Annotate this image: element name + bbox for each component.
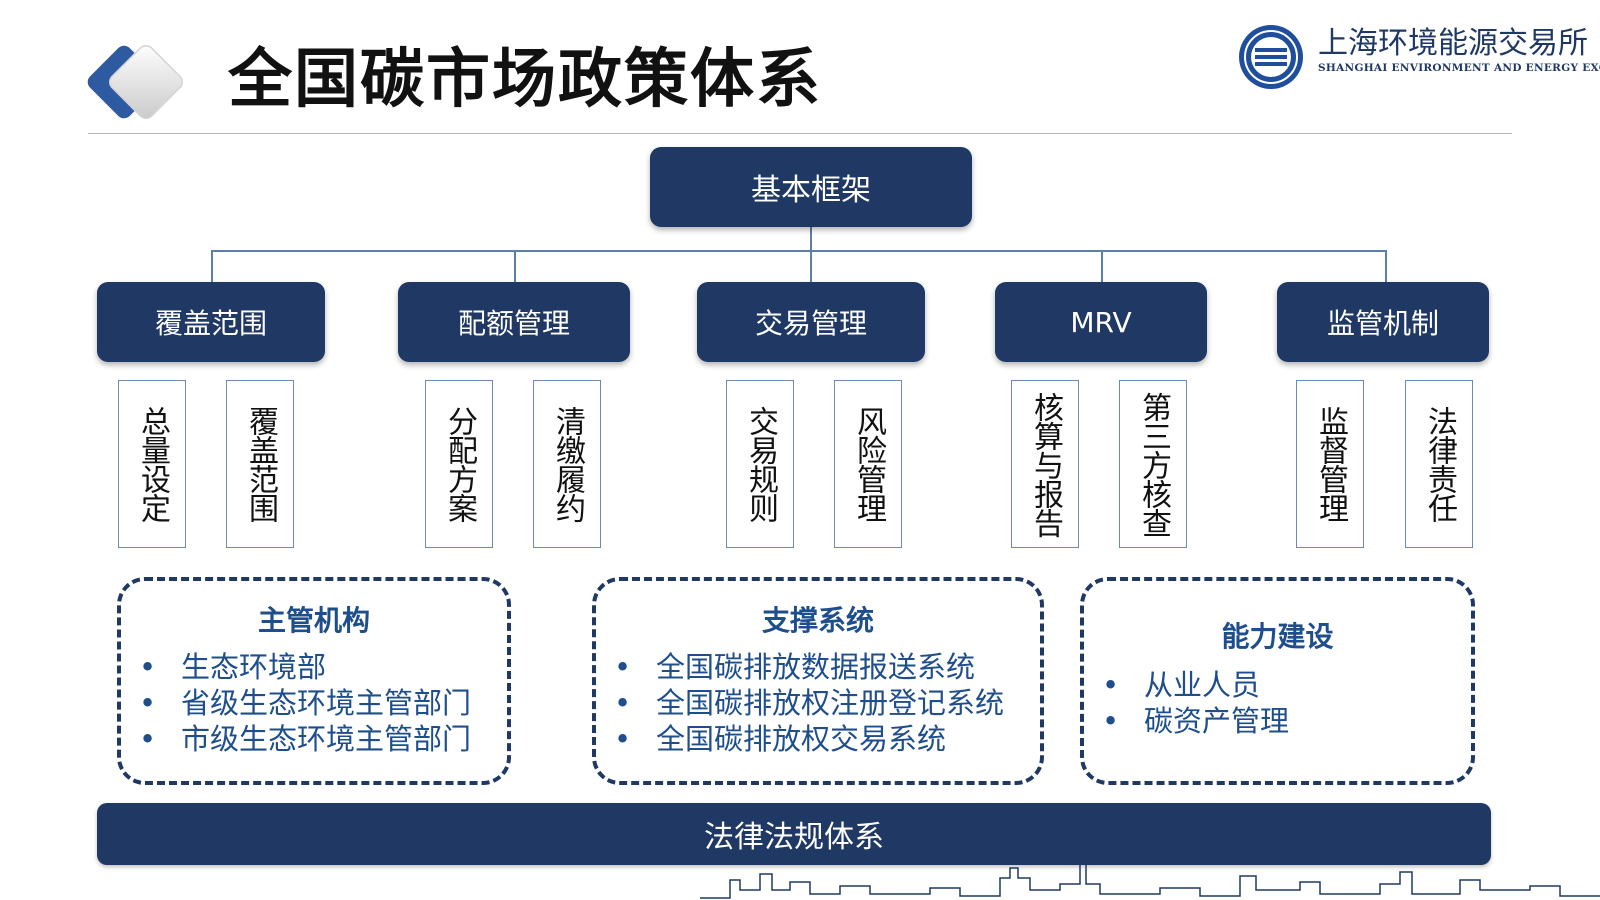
subitem-trading-rules: 交易规则	[726, 380, 794, 548]
connector-horizontal	[211, 250, 1387, 252]
list-item: •全国碳排放数据报送系统	[614, 650, 976, 684]
exchange-name-cn: 上海环境能源交易所	[1318, 26, 1588, 61]
subitem-accounting-reporting: 核算与报告	[1011, 380, 1079, 548]
subitem-third-party-verification: 第三方核查	[1119, 380, 1187, 548]
connector-cat-5	[1385, 250, 1387, 282]
list-item: •全国碳排放权注册登记系统	[614, 686, 1005, 720]
panel-title: 主管机构	[257, 604, 370, 637]
city-skyline-icon	[700, 863, 1600, 899]
subitem-cap-setting: 总量设定	[118, 380, 186, 548]
category-allowance-management: 配额管理	[398, 282, 630, 362]
category-supervision: 监管机制	[1277, 282, 1489, 362]
subitem-coverage-scope: 覆盖范围	[226, 380, 294, 548]
category-trading-management: 交易管理	[697, 282, 925, 362]
connector-root-down	[810, 227, 812, 250]
category-coverage: 覆盖范围	[97, 282, 325, 362]
subitem-risk-management: 风险管理	[834, 380, 902, 548]
panel-authorities: 主管机构 •生态环境部 •省级生态环境主管部门 •市级生态环境主管部门	[117, 577, 511, 785]
panel-title: 支撑系统	[761, 604, 874, 637]
subitem-compliance: 清缴履约	[533, 380, 601, 548]
list-item: •从业人员	[1102, 668, 1261, 702]
category-mrv: MRV	[995, 282, 1207, 362]
list-item: •省级生态环境主管部门	[139, 686, 472, 720]
list-item: •市级生态环境主管部门	[139, 722, 472, 756]
connector-cat-2	[514, 250, 516, 282]
exchange-logo-icon	[1239, 25, 1303, 89]
connector-cat-1	[211, 250, 213, 282]
panel-capacity-building: 能力建设 •从业人员 •碳资产管理	[1080, 577, 1475, 785]
foundation-bar: 法律法规体系	[97, 803, 1491, 865]
exchange-name-en: SHANGHAI ENVIRONMENT AND ENERGY EXCHANGE	[1318, 62, 1600, 74]
root-node: 基本框架	[650, 147, 972, 227]
header-divider	[88, 133, 1512, 134]
subitem-allocation-plan: 分配方案	[425, 380, 493, 548]
list-item: •碳资产管理	[1102, 704, 1290, 738]
connector-cat-4	[1101, 250, 1103, 282]
panel-title: 能力建设	[1221, 620, 1334, 653]
list-item: •全国碳排放权交易系统	[614, 722, 947, 756]
subitem-legal-liability: 法律责任	[1405, 380, 1473, 548]
connector-cat-3	[810, 250, 812, 282]
subitem-supervision-management: 监督管理	[1296, 380, 1364, 548]
list-item: •生态环境部	[139, 650, 327, 684]
back-chevron-logo-icon	[87, 44, 184, 120]
panel-support-systems: 支撑系统 •全国碳排放数据报送系统 •全国碳排放权注册登记系统 •全国碳排放权交…	[592, 577, 1044, 785]
page-title: 全国碳市场政策体系	[228, 43, 822, 117]
